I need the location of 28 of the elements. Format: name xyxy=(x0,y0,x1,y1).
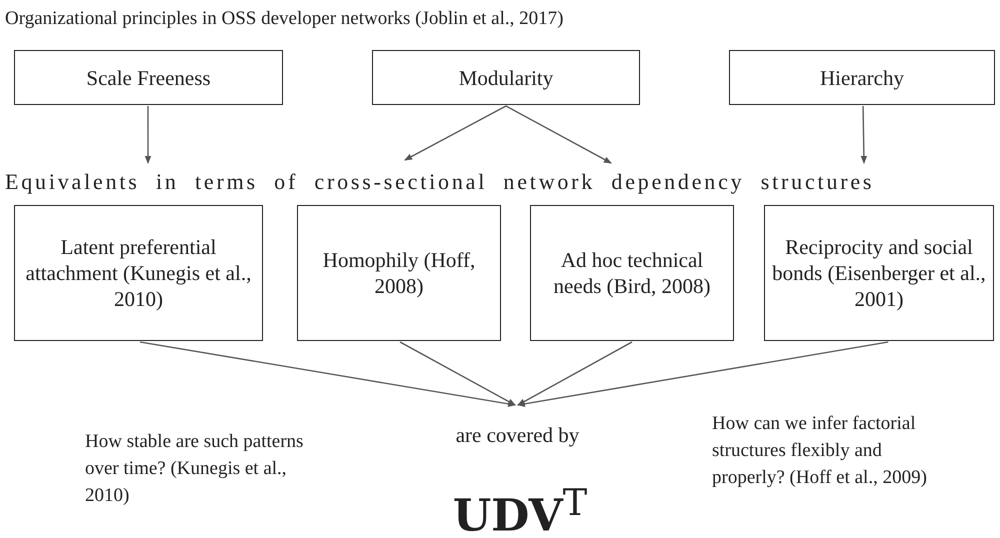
text-box xyxy=(764,205,994,341)
text-box xyxy=(372,50,640,105)
arrow xyxy=(400,341,516,406)
box-text: Hierarchy xyxy=(819,64,905,90)
box-text: Homophily (Hoff, 2008) xyxy=(322,247,476,299)
arrow xyxy=(506,105,612,164)
box-text: Reciprocity and social bonds (Eisenberger et al., 2001) xyxy=(771,234,987,312)
question-text: How can we infer factorial structures flexibly and properly? (Hoff et al., 2009) xyxy=(712,412,928,490)
box-text: Latent preferential attachment (Kunegis et al., 2010) xyxy=(24,234,252,312)
arrow xyxy=(860,106,868,164)
arrow xyxy=(404,105,506,161)
arrow xyxy=(517,341,632,406)
text-box xyxy=(530,205,734,341)
caption-text: are covered by xyxy=(430,418,605,452)
box-text: Ad hoc technical needs (Bird, 2008) xyxy=(552,247,712,299)
arrow xyxy=(140,341,516,407)
formula-text: UDV$^{T}$ xyxy=(452,480,588,538)
text-box xyxy=(14,205,263,341)
question-text: How stable are such patterns over time? (Kunegis et al., 2010) xyxy=(85,430,304,508)
arrow xyxy=(144,106,152,164)
text-box xyxy=(729,50,995,105)
diagram-title: Organizational principles in OSS developer networks (Joblin et al., 2017) xyxy=(5,7,564,31)
heading-text: Equivalents in terms of cross-sectional network dependency structures xyxy=(5,168,995,195)
text-box xyxy=(14,50,283,105)
box-text: Modularity xyxy=(458,64,554,90)
box-text: Scale Freeness xyxy=(85,64,212,90)
arrow xyxy=(517,341,888,407)
text-box xyxy=(297,205,501,341)
